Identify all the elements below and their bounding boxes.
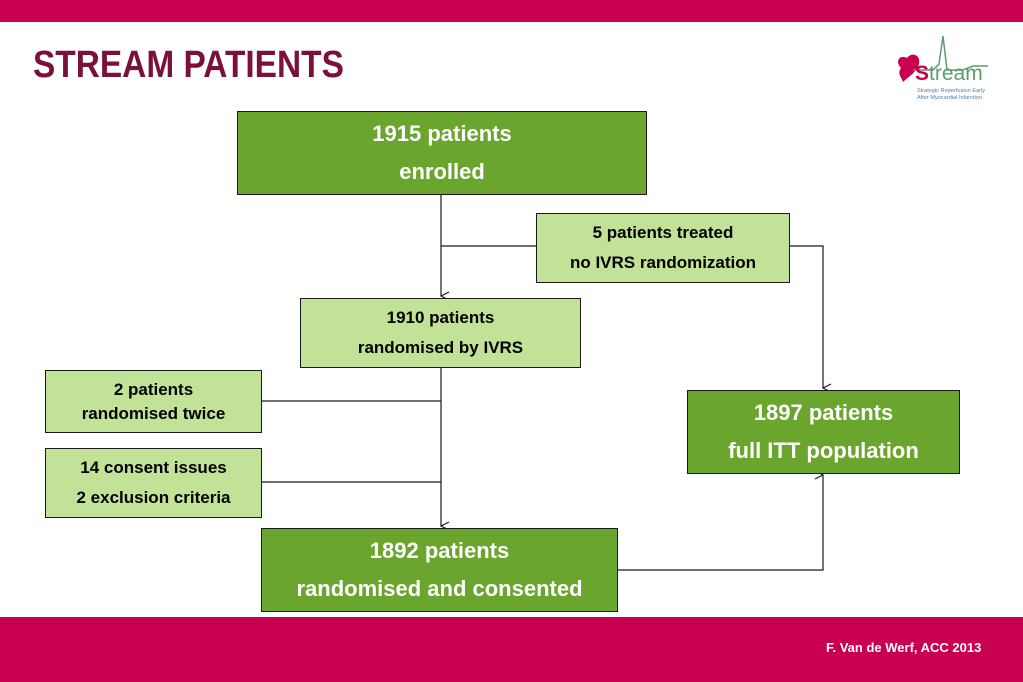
- logo-wordmark: Stream: [915, 62, 983, 85]
- top-band: [0, 0, 1023, 22]
- heart-ecg-icon: [898, 35, 988, 82]
- box-enrolled: 1915 patients enrolled: [237, 111, 647, 195]
- logo-tagline: Strategic Reperfusion Early After Myocar…: [917, 88, 986, 101]
- page-title: STREAM PATIENTS: [33, 44, 344, 86]
- box-randomised-twice: 2 patients randomised twice: [45, 370, 262, 433]
- bottom-band: [0, 617, 1023, 682]
- box-consented: 1892 patients randomised and consented: [261, 528, 618, 612]
- stream-logo: Stream Strategic Reperfusion Early After…: [893, 30, 1003, 106]
- connector-no-ivrs-to-itt: [790, 245, 823, 388]
- box-no-ivrs: 5 patients treated no IVRS randomization: [536, 213, 790, 283]
- box-randomised-ivrs: 1910 patients randomised by IVRS: [300, 298, 581, 368]
- credit-text: F. Van de Werf, ACC 2013: [826, 640, 982, 655]
- connector-consented-to-itt: [618, 475, 823, 571]
- box-consent-issues: 14 consent issues 2 exclusion criteria: [45, 448, 262, 518]
- box-itt-population: 1897 patients full ITT population: [687, 390, 960, 474]
